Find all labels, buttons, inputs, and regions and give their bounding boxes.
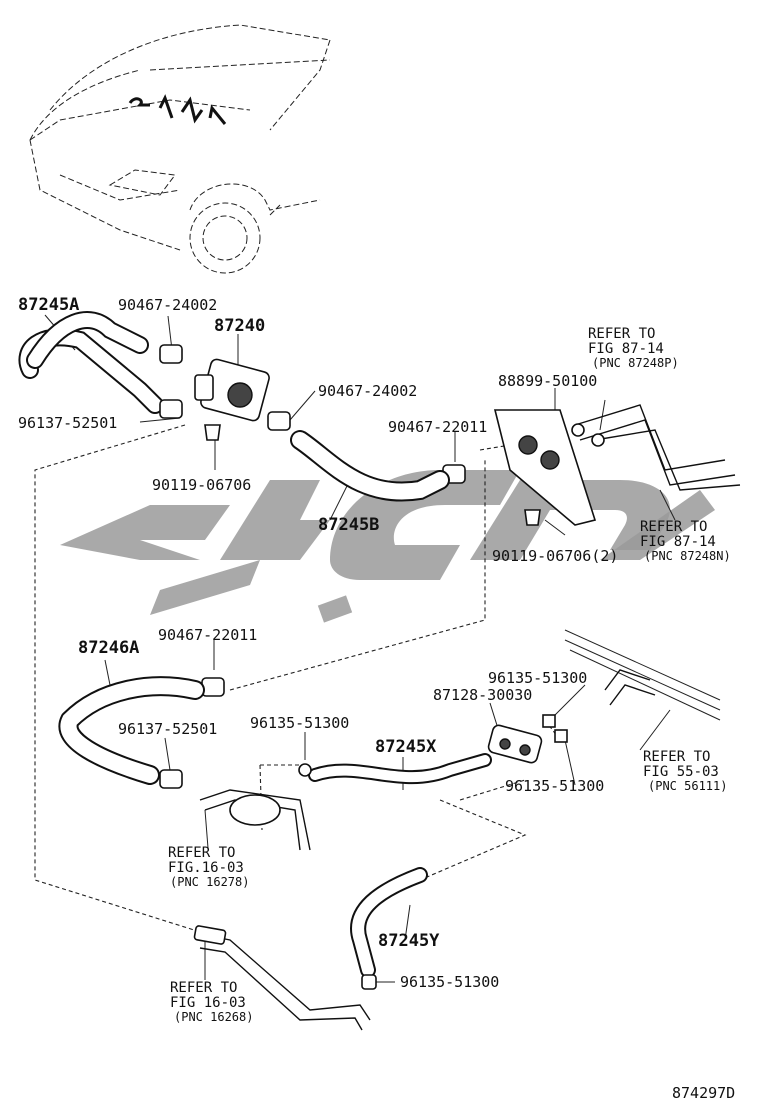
grommet-drawing — [487, 714, 568, 764]
lower-pipe-drawing — [193, 925, 371, 1031]
ref4-line2: FIG.16-03 — [168, 860, 244, 876]
label-90467-24002-right[interactable]: 90467-24002 — [318, 382, 417, 400]
label-87246a[interactable]: 87246A — [78, 638, 139, 658]
label-87245b[interactable]: 87245B — [318, 515, 379, 535]
ref5-line3: (PNC 16268) — [174, 1010, 253, 1024]
vehicle-location-sketch — [29, 24, 331, 274]
heater-pipes-drawing — [571, 404, 741, 491]
hose-route-mark — [128, 94, 227, 125]
label-87245x[interactable]: 87245X — [375, 737, 437, 757]
ref5-line2: FIG 16-03 — [170, 995, 246, 1011]
hose-87245y-drawing — [350, 867, 428, 990]
callout-lines — [44, 314, 676, 983]
ref2-line1: REFER TO — [640, 519, 707, 535]
ref5-line1: REFER TO — [170, 980, 237, 996]
ref1-line3: (PNC 87248P) — [592, 356, 679, 370]
label-90119-06706-2[interactable]: 90119-06706(2) — [492, 547, 618, 565]
hose-87245x-drawing — [298, 753, 492, 785]
label-87240[interactable]: 87240 — [214, 316, 265, 336]
label-90467-24002-top[interactable]: 90467-24002 — [118, 296, 217, 314]
water-valve-drawing — [194, 358, 270, 422]
label-90119-06706[interactable]: 90119-06706 — [152, 476, 251, 494]
label-96135-51300-c[interactable]: 96135-51300 — [505, 777, 604, 795]
body-lines-drawing — [564, 629, 721, 721]
ref2-line2: FIG 87-14 — [640, 534, 716, 550]
hose-87246a-drawing — [58, 676, 205, 785]
ref3-line2: FIG 55-03 — [643, 764, 719, 780]
label-96137-52501-top[interactable]: 96137-52501 — [18, 414, 117, 432]
hose-87245a-drawing — [18, 311, 164, 414]
ref1-line2: FIG 87-14 — [588, 341, 664, 357]
heater-core-unit-drawing — [493, 409, 597, 526]
label-88899-50100[interactable]: 88899-50100 — [498, 372, 597, 390]
label-96135-51300-b[interactable]: 96135-51300 — [488, 669, 587, 687]
label-96135-51300-a[interactable]: 96135-51300 — [250, 714, 349, 732]
label-87245y[interactable]: 87245Y — [378, 931, 440, 951]
ref3-line1: REFER TO — [643, 749, 710, 765]
figure-code: 874297D — [672, 1084, 735, 1102]
label-96135-51300-d[interactable]: 96135-51300 — [400, 973, 499, 991]
label-90467-22011-top[interactable]: 90467-22011 — [388, 418, 487, 436]
bolt-drawings — [204, 424, 541, 526]
labels: 87245A 90467-24002 87240 90467-24002 961… — [18, 295, 735, 1102]
ref4-line3: (PNC 16278) — [170, 875, 249, 889]
hose-87245b-drawing — [290, 430, 450, 502]
label-90467-22011-mid[interactable]: 90467-22011 — [158, 626, 257, 644]
ref3-line3: (PNC 56111) — [648, 779, 727, 793]
label-87128-30030[interactable]: 87128-30030 — [433, 686, 532, 704]
leader-lines — [34, 424, 561, 936]
ref4-line1: REFER TO — [168, 845, 235, 861]
ref2-line3: (PNC 87248N) — [644, 549, 731, 563]
label-87245a[interactable]: 87245A — [18, 295, 79, 315]
label-96137-52501-mid[interactable]: 96137-52501 — [118, 720, 217, 738]
engine-pipe-drawing — [199, 789, 311, 851]
ref1-line1: REFER TO — [588, 326, 655, 342]
